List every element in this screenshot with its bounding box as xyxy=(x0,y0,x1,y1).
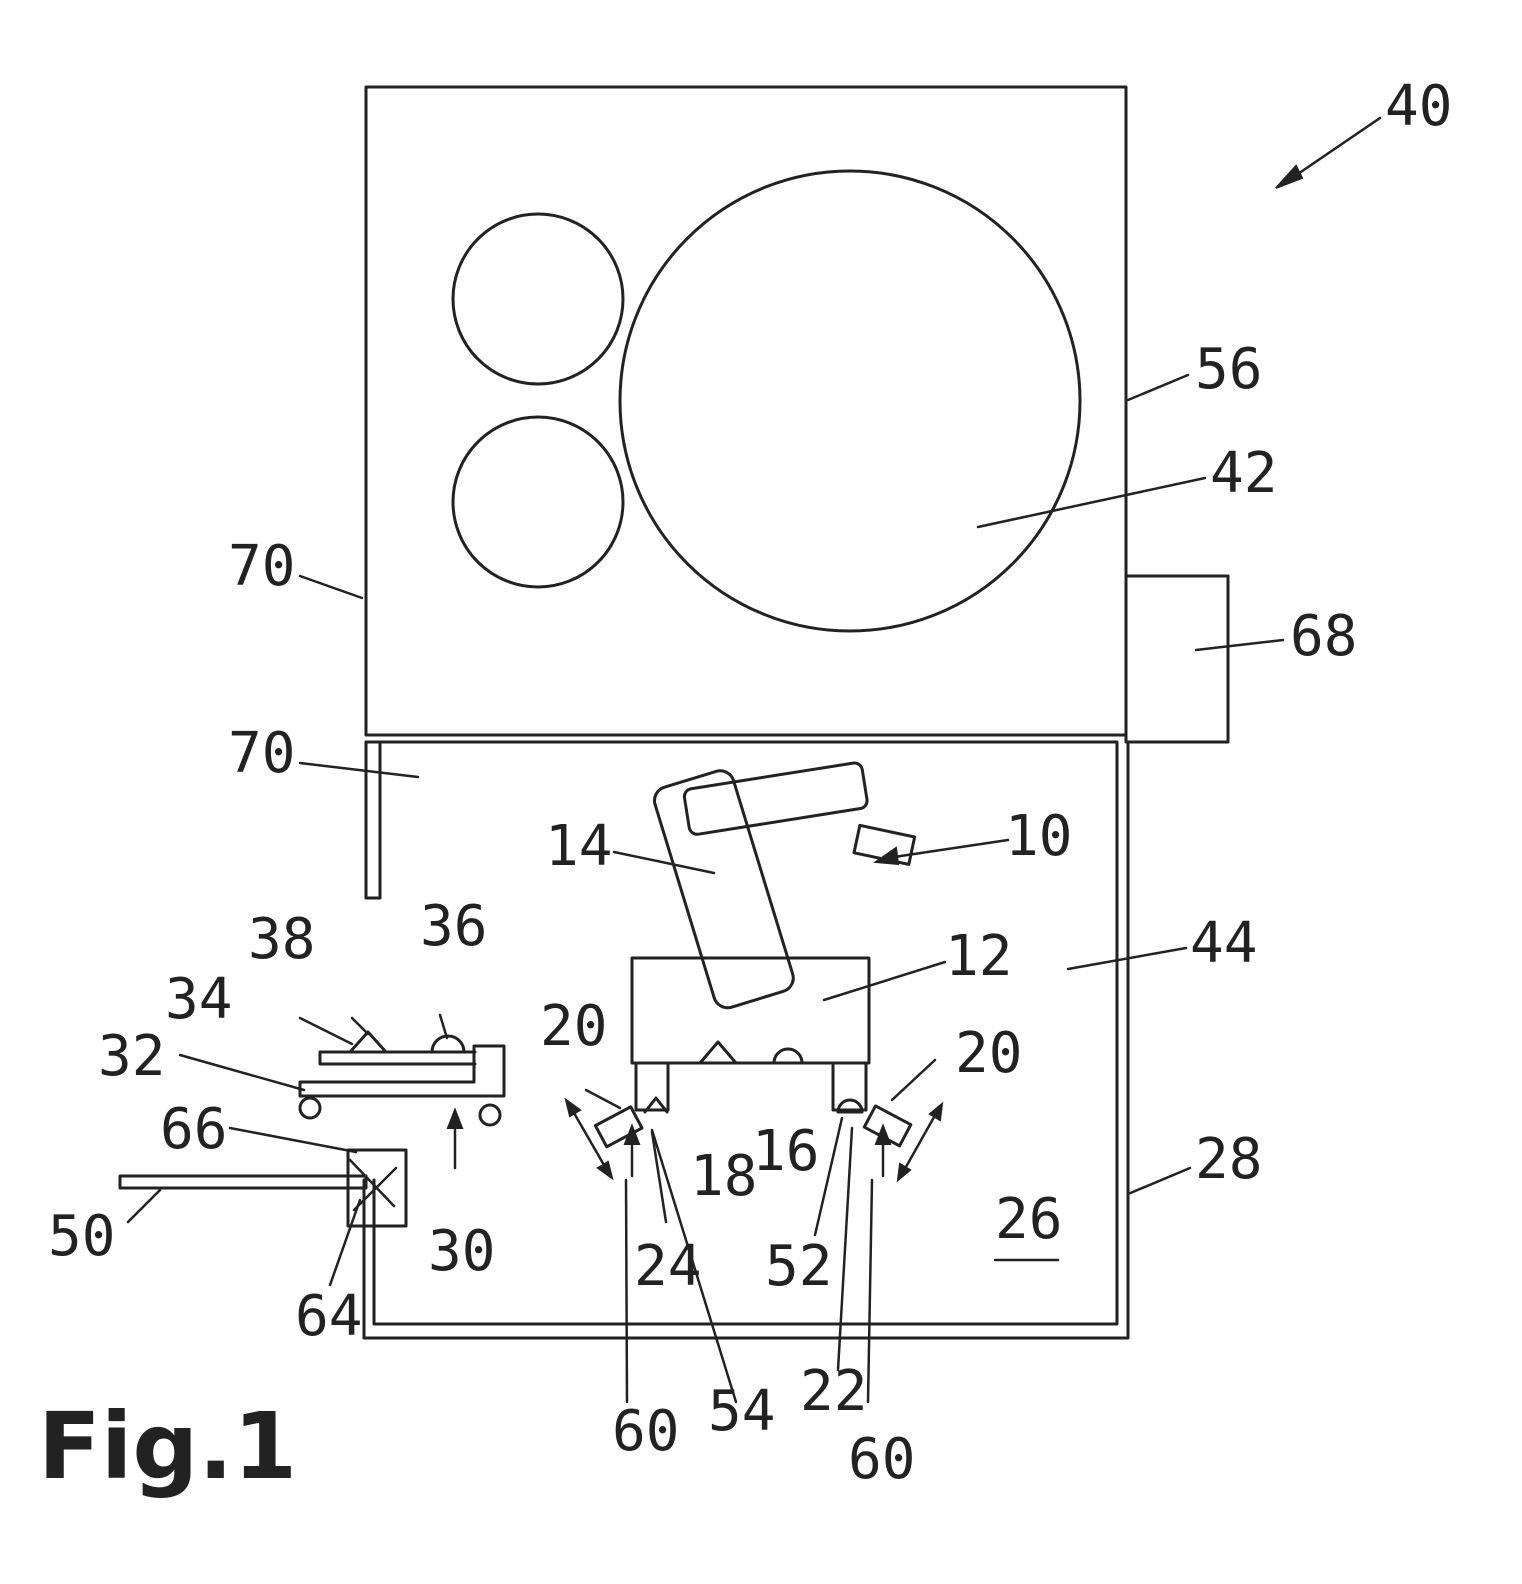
ref-64: 64 xyxy=(295,1284,362,1349)
robot-base xyxy=(630,956,871,1065)
cart-tool-dome xyxy=(430,1034,466,1054)
tool-cart xyxy=(298,1030,506,1170)
robot-arm-lower xyxy=(653,769,795,1010)
ref-44: 44 xyxy=(1190,911,1257,976)
beam-unit xyxy=(118,1148,408,1228)
ref-22: 22 xyxy=(800,1359,867,1424)
ref-56: 56 xyxy=(1195,337,1262,402)
ref-52: 52 xyxy=(765,1234,832,1299)
ref-10: 10 xyxy=(1005,804,1072,869)
ref-12: 12 xyxy=(945,924,1012,989)
ref-68: 68 xyxy=(1290,604,1357,669)
ref-40: 40 xyxy=(1385,74,1452,139)
ref-70-lower: 70 xyxy=(228,721,295,786)
tool-triangle-18 xyxy=(698,1040,738,1065)
ref-60-right: 60 xyxy=(848,1427,915,1492)
ref-20-right: 20 xyxy=(955,1021,1022,1086)
upper-housing xyxy=(364,85,1128,737)
ref-32: 32 xyxy=(98,1024,165,1089)
ref-34: 34 xyxy=(165,967,232,1032)
small-roll-lower xyxy=(451,415,625,589)
reference-numerals: 40 56 42 68 70 70 10 14 12 44 38 36 34 3… xyxy=(48,74,1452,1492)
cart-tool-triangle xyxy=(348,1030,388,1054)
ref-30: 30 xyxy=(428,1219,495,1284)
ref-26: 26 xyxy=(995,1187,1062,1252)
robot xyxy=(564,761,944,1183)
lower-chamber xyxy=(362,740,1130,1340)
ref-50: 50 xyxy=(48,1204,115,1269)
ref-36: 36 xyxy=(420,894,487,959)
large-roll xyxy=(618,169,1082,633)
ref-18: 18 xyxy=(690,1144,757,1209)
ref-14: 14 xyxy=(545,814,612,879)
ref-60-left: 60 xyxy=(612,1399,679,1464)
tool-dome-16 xyxy=(772,1047,804,1065)
small-roll-upper xyxy=(451,212,625,386)
ref-42: 42 xyxy=(1210,441,1277,506)
tool-holder-left xyxy=(593,1105,644,1149)
ref-54: 54 xyxy=(708,1379,775,1444)
ref-16: 16 xyxy=(752,1119,819,1184)
ref-38: 38 xyxy=(248,907,315,972)
side-unit xyxy=(1124,574,1230,744)
ref-66: 66 xyxy=(160,1097,227,1162)
ref-70-upper: 70 xyxy=(228,534,295,599)
ref-28: 28 xyxy=(1195,1127,1262,1192)
robot-arm-upper xyxy=(682,761,869,836)
figure-caption: Fig.1 xyxy=(38,1393,297,1500)
ref-24: 24 xyxy=(634,1234,701,1299)
leader-lines xyxy=(126,116,1382,1404)
ref-20-left: 20 xyxy=(540,994,607,1059)
